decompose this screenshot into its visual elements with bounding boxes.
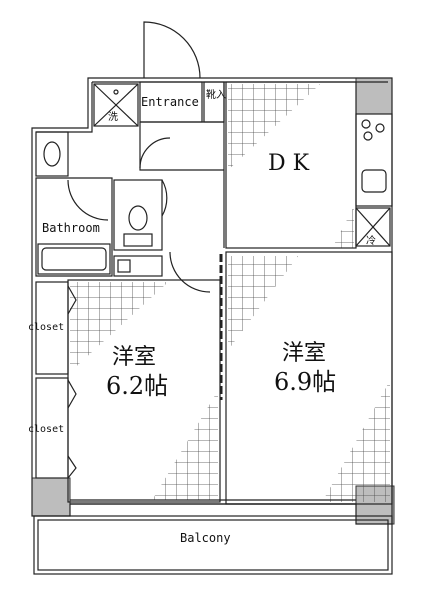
wall-column-left-bottom bbox=[31, 477, 71, 517]
toilet-icon bbox=[128, 205, 148, 231]
closet-upper-label: closet bbox=[28, 322, 64, 333]
shoe-rack-label: 靴入 bbox=[206, 88, 226, 101]
stove-burner-1 bbox=[361, 119, 371, 129]
room-b-label: 洋室 bbox=[282, 341, 326, 366]
balcony bbox=[33, 515, 393, 575]
shoe-rack bbox=[203, 81, 225, 123]
dk-tile-floor bbox=[228, 84, 320, 170]
washer-pan bbox=[93, 83, 139, 127]
closet-upper bbox=[35, 281, 69, 375]
room-b-size: 6.9帖 bbox=[274, 368, 336, 396]
room-a-label: 洋室 bbox=[112, 345, 156, 370]
closet-lower-label: closet bbox=[28, 424, 64, 435]
wall-column-right-top bbox=[355, 77, 393, 115]
hallway-walls bbox=[139, 82, 225, 248]
fridge-label: 冷 bbox=[366, 234, 376, 247]
dk-label: D K bbox=[268, 151, 310, 176]
kitchen-counter bbox=[355, 113, 393, 207]
bathroom-label: Bathroom bbox=[42, 221, 100, 235]
sink-icon bbox=[361, 169, 387, 193]
room-b-tile-top bbox=[228, 256, 298, 350]
balcony-label: Balcony bbox=[180, 531, 231, 545]
stove-burner-3 bbox=[363, 131, 373, 141]
toilet-room bbox=[113, 179, 163, 251]
entrance-door bbox=[143, 21, 201, 79]
bathtub bbox=[37, 243, 111, 275]
entrance-label: Entrance bbox=[141, 95, 199, 109]
washbasin-icon bbox=[43, 141, 61, 167]
room-a-tile-top bbox=[70, 282, 168, 372]
stove-burner-2 bbox=[375, 123, 385, 133]
room-b-tile-bottom bbox=[322, 380, 390, 502]
room-a-tile-bottom bbox=[152, 390, 218, 500]
fridge-space bbox=[355, 207, 391, 247]
washer-label: 洗 bbox=[108, 111, 118, 123]
room-a-size: 6.2帖 bbox=[106, 372, 168, 400]
closet-lower bbox=[35, 377, 69, 479]
washbasin-area bbox=[35, 131, 69, 177]
